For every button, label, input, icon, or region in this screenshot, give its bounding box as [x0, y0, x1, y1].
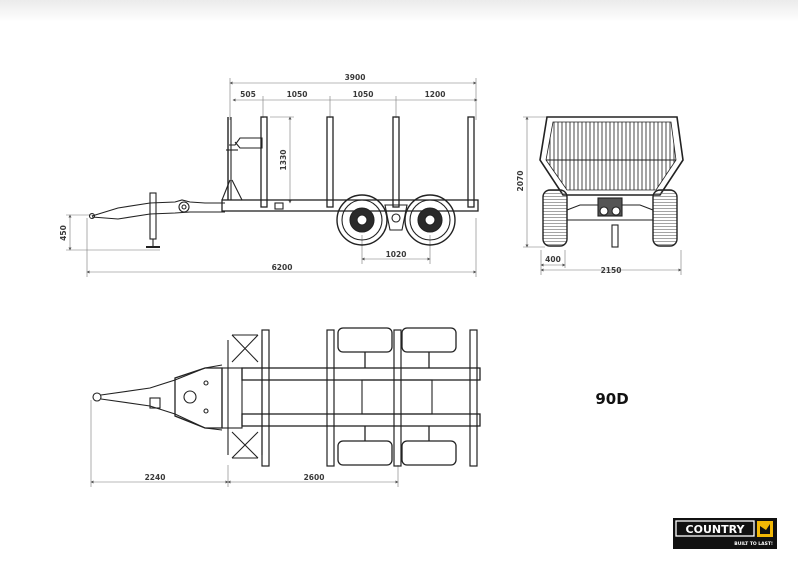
top-drawbar — [100, 364, 223, 396]
dim-hitch-height: 450 — [59, 225, 68, 241]
side-wheels — [336, 194, 456, 246]
logo-brand: COUNTRY — [686, 523, 746, 536]
dim-rear-width: 2150 — [601, 266, 622, 275]
dim-drawbar-length: 2240 — [145, 473, 166, 482]
top-wheels — [337, 327, 457, 466]
side-drawbar — [91, 199, 225, 217]
side-stakes — [260, 116, 475, 208]
dim-seg3: 1050 — [353, 90, 374, 99]
dim-rear-height: 2070 — [516, 171, 525, 192]
dim-axle-spacing: 1020 — [386, 250, 407, 259]
dim-overall-top: 3900 — [345, 73, 366, 82]
logo-tagline: BUILT TO LAST! — [734, 541, 773, 547]
side-main-frame — [221, 199, 479, 212]
logo-emblem-icon — [757, 521, 773, 537]
dim-seg2: 1050 — [287, 90, 308, 99]
rear-wheel-right — [652, 189, 678, 247]
dim-stake-height: 1330 — [279, 150, 288, 171]
dim-overall-length: 6200 — [272, 263, 293, 272]
dim-wheel-offset: 400 — [545, 255, 561, 264]
dim-seg4: 1200 — [425, 90, 446, 99]
dim-frame-length: 2600 — [304, 473, 325, 482]
top-main-frame — [241, 367, 481, 381]
top-view: 2240 2600 — [90, 327, 481, 487]
country-logo: COUNTRY BUILT TO LAST! — [673, 518, 777, 549]
side-view: 3900 505 1050 1050 1200 1330 450 1020 62… — [59, 73, 479, 277]
side-dimension-lines — [66, 78, 478, 277]
dim-seg1: 505 — [240, 90, 256, 99]
rear-view: 2070 400 2150 — [516, 116, 684, 275]
rear-wheel-left — [542, 189, 568, 247]
model-name: 90D — [595, 390, 628, 408]
side-headboard — [221, 117, 263, 201]
